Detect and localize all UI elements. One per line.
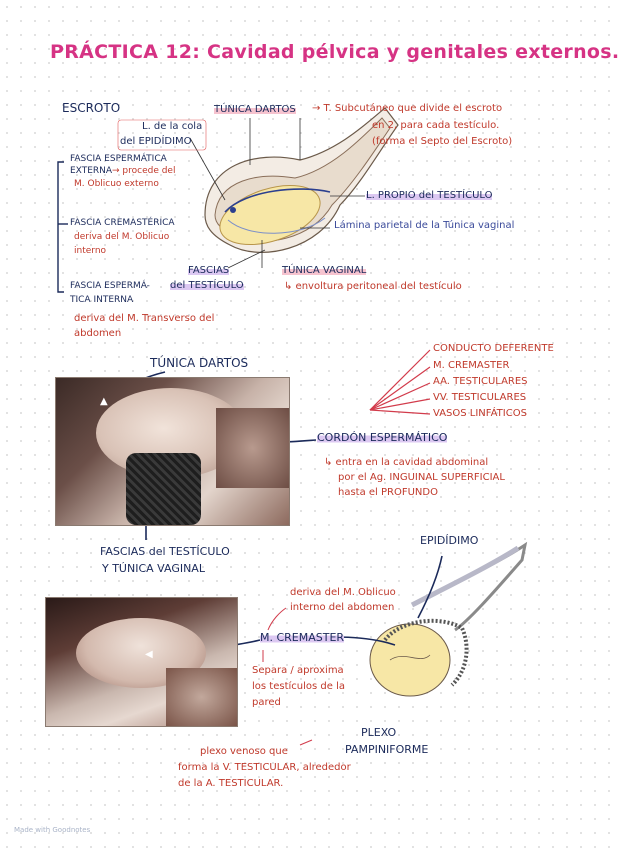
photo1-tunica-dartos: TÚNICA DARTOS [150, 356, 249, 370]
label-tunica-dartos: TÚNICA DARTOS [214, 104, 296, 115]
label-m-cremaster: M. CREMASTER [260, 631, 345, 644]
cordon-note-1: ↳ entra en la cavidad abdominal [324, 457, 489, 468]
scrotum-illustration [204, 107, 399, 253]
content-vv-testiculares: VV. TESTICULARES [433, 392, 527, 403]
cordon-note-3: hasta el PROFUNDO [338, 487, 438, 498]
label-tunica-vaginal: TÚNICA VAGINAL [282, 265, 367, 276]
fascia-ext-3: → procede del [112, 166, 176, 176]
content-aa-testiculares: AA. TESTICULARES [433, 376, 528, 387]
content-conducto-deferente: CONDUCTO DEFERENTE [433, 343, 554, 354]
content-m-cremaster: M. CREMASTER [433, 360, 510, 371]
deriva-2: interno del abdomen [290, 602, 395, 613]
fascia-crem-3: interno [74, 246, 107, 256]
fascias-1: FASCIAS [188, 265, 230, 276]
fascia-int-1: FASCIA ESPERMÁ- [70, 281, 150, 291]
dartos-note-1: → T. Subcutáneo que divide el escroto [312, 103, 503, 114]
plexo-note-2: forma la V. TESTICULAR, alrededor [178, 762, 351, 773]
plexo-2: PAMPINIFORME [345, 743, 429, 756]
separa-2: los testículos de la [252, 681, 345, 692]
arrowhead-icon: ▲ [100, 396, 108, 407]
dissection-photo-2: ◀ [45, 597, 238, 727]
fascia-crem-2: deriva del M. Oblicuo [74, 232, 170, 242]
photo1-fascias-2: Y TÚNICA VAGINAL [102, 562, 205, 575]
cordon-note-2: por el Ag. INGUINAL SUPERFICIAL [338, 472, 505, 483]
deriva-1: deriva del M. Oblicuo [290, 587, 396, 598]
testis-illustration [369, 541, 528, 697]
tunica-vaginal-note: ↳ envoltura peritoneal del testículo [284, 281, 462, 292]
fascia-ext-1: FASCIA ESPERMÁTICA [70, 154, 167, 164]
l-cola-2: del EPIDÍDIMO [120, 136, 192, 147]
label-epididimo: EPIDÍDIMO [420, 534, 479, 547]
footer-credit: Made with Goodnotes [14, 826, 91, 834]
lamina-parietal: Lámina parietal de la Túnica vaginal [334, 220, 515, 231]
page-title: PRÁCTICA 12: Cavidad pélvica y genitales… [50, 41, 619, 63]
arrowhead-icon: ◀ [145, 649, 153, 660]
fascia-int-2: TICA INTERNA [70, 295, 134, 305]
dartos-note-2: en 2, para cada testículo. [372, 120, 500, 131]
plexo-note-3: de la A. TESTICULAR. [178, 778, 284, 789]
fascia-crem-1: FASCIA CREMASTÉRICA [70, 218, 175, 228]
fascia-int-4: abdomen [74, 328, 122, 339]
plexo-note-1: plexo venoso que [200, 746, 288, 757]
dissection-photo-1: ▲ [55, 377, 290, 526]
fascias-2: del TESTÍCULO [170, 280, 244, 291]
l-cola-1: L. de la cola [142, 121, 203, 132]
scroto-heading: ESCROTO [62, 101, 121, 115]
cordon-espermatico: CORDÓN ESPERMÁTICO [317, 431, 448, 444]
fascia-int-3: deriva del M. Transverso del [74, 313, 215, 324]
content-vasos-linfaticos: VASOS LINFÁTICOS [433, 408, 527, 419]
dartos-note-3: (forma el Septo del Escroto) [372, 136, 513, 147]
fascia-ext-4: M. Oblicuo externo [74, 179, 159, 189]
l-propio-testiculo: L. PROPIO del TESTÍCULO [366, 190, 493, 201]
plexo-1: PLEXO [361, 726, 397, 739]
fascia-ext-2: EXTERNA [70, 166, 113, 176]
separa-1: Separa / aproxima [252, 665, 344, 676]
photo1-fascias-1: FASCIAS del TESTÍCULO [100, 545, 230, 558]
separa-3: pared [252, 697, 281, 708]
